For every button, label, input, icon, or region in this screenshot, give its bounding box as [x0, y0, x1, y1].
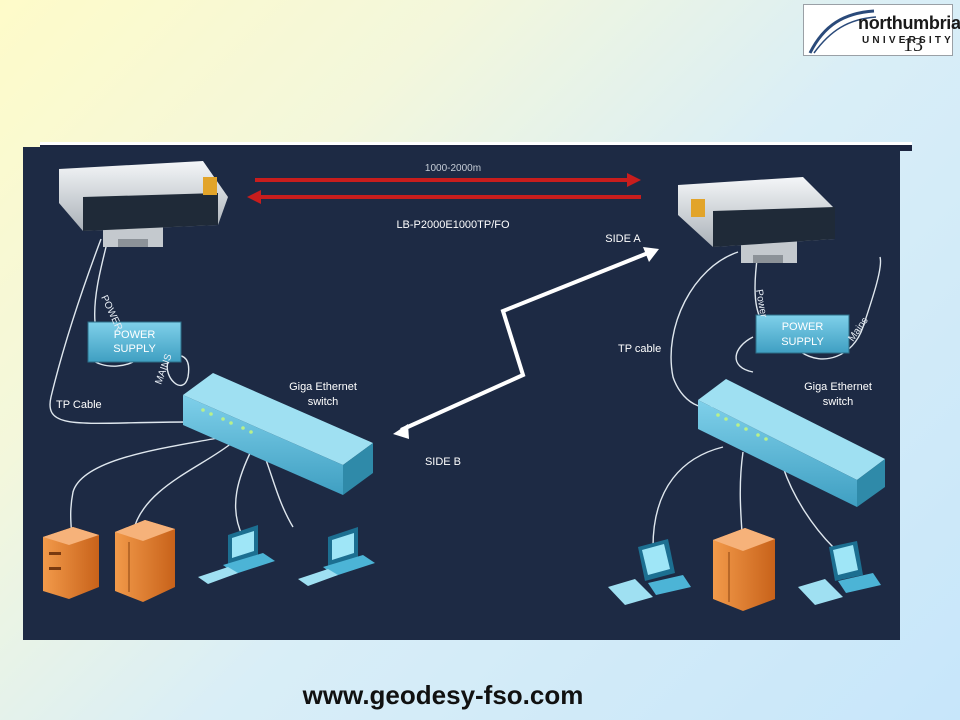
right-workstation-2-icon [798, 541, 881, 605]
left-fso-head [59, 161, 228, 247]
left-server-2-icon [115, 520, 175, 602]
left-tp-cable-label: TP Cable [56, 399, 102, 411]
left-cables [49, 238, 294, 538]
right-workstation-1-icon [608, 539, 691, 605]
laser-beam-arrows [247, 173, 641, 204]
diagram-top-strip [40, 142, 912, 151]
side-a-label: SIDE A [605, 233, 641, 245]
link-distance-label: 1000-2000m [425, 163, 481, 174]
northumbria-logo: northumbria UNIVERSITY [803, 4, 960, 56]
right-power-supply-label-1: POWER [782, 321, 824, 333]
left-ethernet-switch [183, 373, 373, 495]
right-mains-label: Mains [846, 316, 870, 344]
right-power-supply-label-2: SUPPLY [781, 336, 824, 348]
link-model-label: LB-P2000E1000TP/FO [396, 219, 510, 231]
left-power-supply-label-2: SUPPLY [113, 343, 156, 355]
slide-number: 13 [903, 34, 923, 56]
left-switch-label-2: switch [308, 396, 339, 408]
left-workstation-1-icon [198, 525, 275, 584]
right-switch-label-2: switch [823, 396, 854, 408]
left-power-supply-label-1: POWER [114, 329, 156, 341]
side-b-label: SIDE B [425, 456, 461, 468]
logo-swoosh-icon [808, 9, 877, 54]
right-fso-head [678, 177, 835, 263]
right-server-icon [713, 528, 775, 611]
wireless-link-bolt [393, 247, 659, 439]
right-switch-label-1: Giga Ethernet [804, 381, 872, 393]
logo-university: UNIVERSITY [862, 35, 955, 46]
footer-url[interactable]: www.geodesy-fso.com [302, 680, 584, 710]
left-power-supply [87, 321, 182, 363]
left-server-1-icon [43, 527, 99, 599]
logo-name: northumbria [858, 13, 960, 33]
right-power-supply [755, 314, 850, 354]
left-workstation-2-icon [298, 527, 375, 586]
right-tp-cable-label: TP cable [618, 343, 661, 355]
right-ethernet-switch [698, 379, 885, 507]
right-power-label: Power [753, 289, 769, 319]
left-switch-label-1: Giga Ethernet [289, 381, 357, 393]
fso-network-diagram: POWER SUPPLY POWER MAINS TP Cable Giga E… [23, 147, 900, 640]
